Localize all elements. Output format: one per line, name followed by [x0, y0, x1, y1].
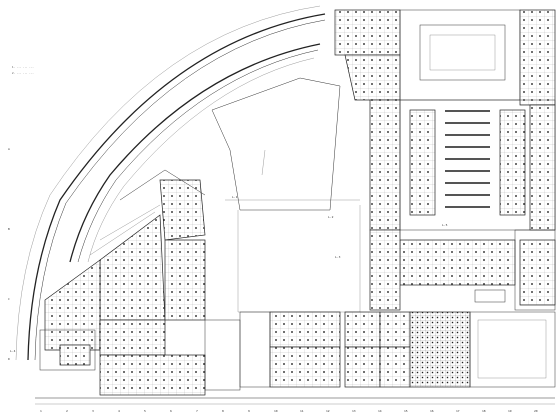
- axis-label-16: 16: [430, 409, 434, 413]
- room-tag-4: L-4: [10, 349, 16, 353]
- axis-label-19: 19: [508, 409, 512, 413]
- bottom-axis: [35, 397, 555, 405]
- axis-labels: 1 2 3 4 5 6 7 8 9 10 11 12 13 14 15 16 1…: [8, 147, 538, 413]
- axis-label-3: 3: [92, 409, 94, 413]
- axis-label-7: 7: [196, 409, 198, 413]
- note-line-1: 1. ... ... ...: [12, 65, 34, 69]
- axis-label-17: 17: [456, 409, 460, 413]
- room-tag-1: L-1: [232, 195, 238, 199]
- axis-label-4: 4: [118, 409, 120, 413]
- bottom-row: [204, 311, 556, 391]
- axis-label-9: 9: [248, 409, 250, 413]
- room-tags: L-1 L-2 L-3 L-4 L-5: [10, 195, 448, 353]
- axis-label-c: C: [8, 297, 10, 301]
- axis-label-1: 1: [40, 409, 42, 413]
- curved-facade: [15, 5, 326, 361]
- left-wing: [39, 169, 206, 396]
- axis-label-18: 18: [482, 409, 486, 413]
- top-right-block: [334, 9, 556, 106]
- note-line-2: 2. ... ... ...: [12, 71, 34, 75]
- axis-label-a: A: [8, 147, 10, 151]
- axis-label-20: 20: [534, 409, 538, 413]
- axis-label-d: D: [8, 357, 10, 361]
- axis-label-10: 10: [274, 409, 278, 413]
- axis-label-13: 13: [352, 409, 356, 413]
- axis-label-5: 5: [144, 409, 146, 413]
- axis-label-11: 11: [300, 409, 304, 413]
- axis-label-2: 2: [66, 409, 68, 413]
- lower-right-block: [369, 229, 556, 311]
- axis-label-15: 15: [404, 409, 408, 413]
- room-tag-5: L-5: [442, 223, 448, 227]
- room-tag-2: L-2: [328, 215, 334, 219]
- axis-label-14: 14: [378, 409, 382, 413]
- room-tag-3: L-3: [335, 255, 341, 259]
- drawing-notes: 1. ... ... ... 2. ... ... ...: [12, 65, 34, 75]
- axis-label-12: 12: [326, 409, 330, 413]
- axis-label-b: B: [8, 227, 10, 231]
- parking-stalls: [445, 110, 490, 208]
- axis-label-6: 6: [170, 409, 172, 413]
- right-block: [369, 99, 556, 231]
- axis-label-8: 8: [222, 409, 224, 413]
